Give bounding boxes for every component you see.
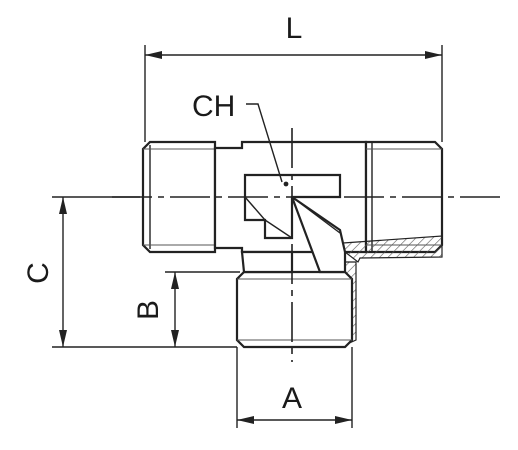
leader-ch: CH bbox=[192, 90, 283, 183]
label-a: A bbox=[282, 382, 302, 415]
dimension-c: C bbox=[22, 196, 237, 348]
center-lines bbox=[112, 128, 500, 362]
label-c: C bbox=[22, 262, 55, 284]
dimension-l: L bbox=[144, 12, 443, 142]
dimension-a: A bbox=[236, 347, 353, 428]
label-l: L bbox=[286, 12, 303, 45]
internal-bore bbox=[289, 194, 347, 274]
label-b: B bbox=[132, 300, 165, 320]
label-ch: CH bbox=[192, 90, 235, 123]
section-hatch bbox=[342, 235, 443, 346]
dimension-b: B bbox=[132, 271, 240, 347]
